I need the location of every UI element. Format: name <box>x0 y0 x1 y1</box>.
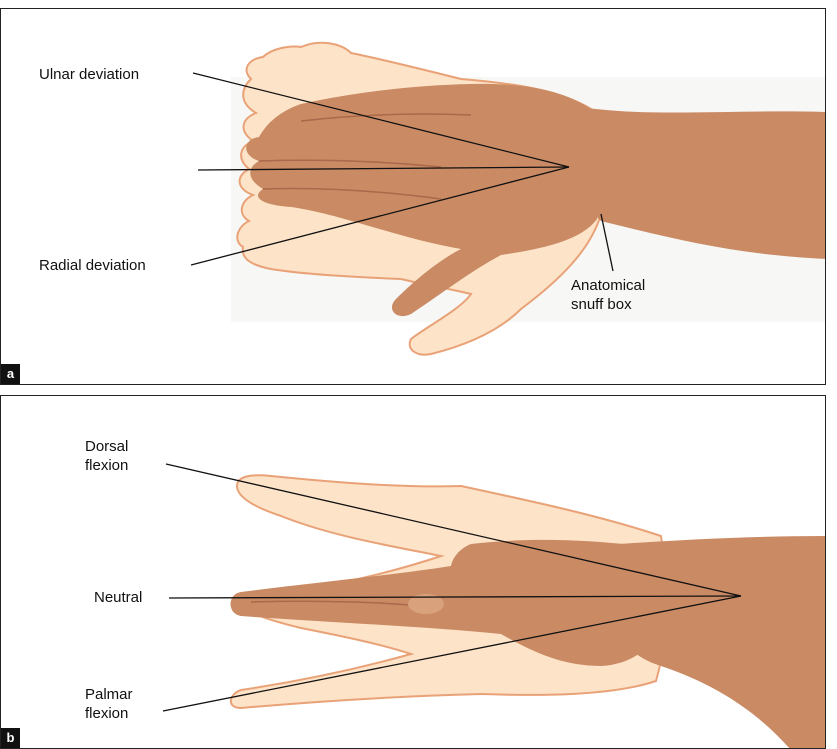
anatomical-snuff-box-label: Anatomical snuff box <box>571 276 645 314</box>
ulnar-deviation-label: Ulnar deviation <box>39 65 139 84</box>
neutral-label: Neutral <box>94 588 142 607</box>
snuff-box-label-line1: Anatomical <box>571 276 645 295</box>
dorsal-label-line2: flexion <box>85 456 128 475</box>
panel-letter-a: a <box>1 364 20 384</box>
palmar-label-line1: Palmar <box>85 685 133 704</box>
palmar-label-line2: flexion <box>85 704 133 723</box>
dorsal-label-line1: Dorsal <box>85 437 128 456</box>
palmar-flexion-label: Palmar flexion <box>85 685 133 723</box>
panel-a: Ulnar deviation Radial deviation Anatomi… <box>0 8 826 385</box>
dorsal-flexion-label: Dorsal flexion <box>85 437 128 475</box>
panel-b: Dorsal flexion Neutral Palmar flexion b <box>0 395 826 749</box>
radial-deviation-label: Radial deviation <box>39 256 146 275</box>
snuff-box-label-line2: snuff box <box>571 295 645 314</box>
panel-letter-b: b <box>1 728 20 748</box>
